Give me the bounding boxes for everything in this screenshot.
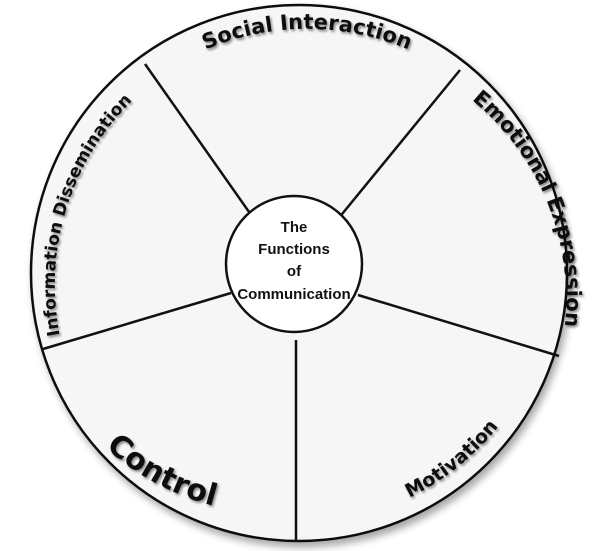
center-hub: The Functions of Communication [224, 194, 364, 334]
center-circle [224, 194, 364, 334]
divider-top-left [143, 63, 256, 220]
center-line-1: The [281, 219, 308, 236]
divider-top-right [337, 69, 461, 220]
center-line-2: Functions [258, 241, 330, 258]
center-line-3: of [287, 263, 302, 280]
segment-dividers [42, 63, 560, 542]
center-line-4: Communication [237, 286, 350, 303]
divider-right [357, 293, 560, 358]
divider-left [42, 291, 232, 351]
